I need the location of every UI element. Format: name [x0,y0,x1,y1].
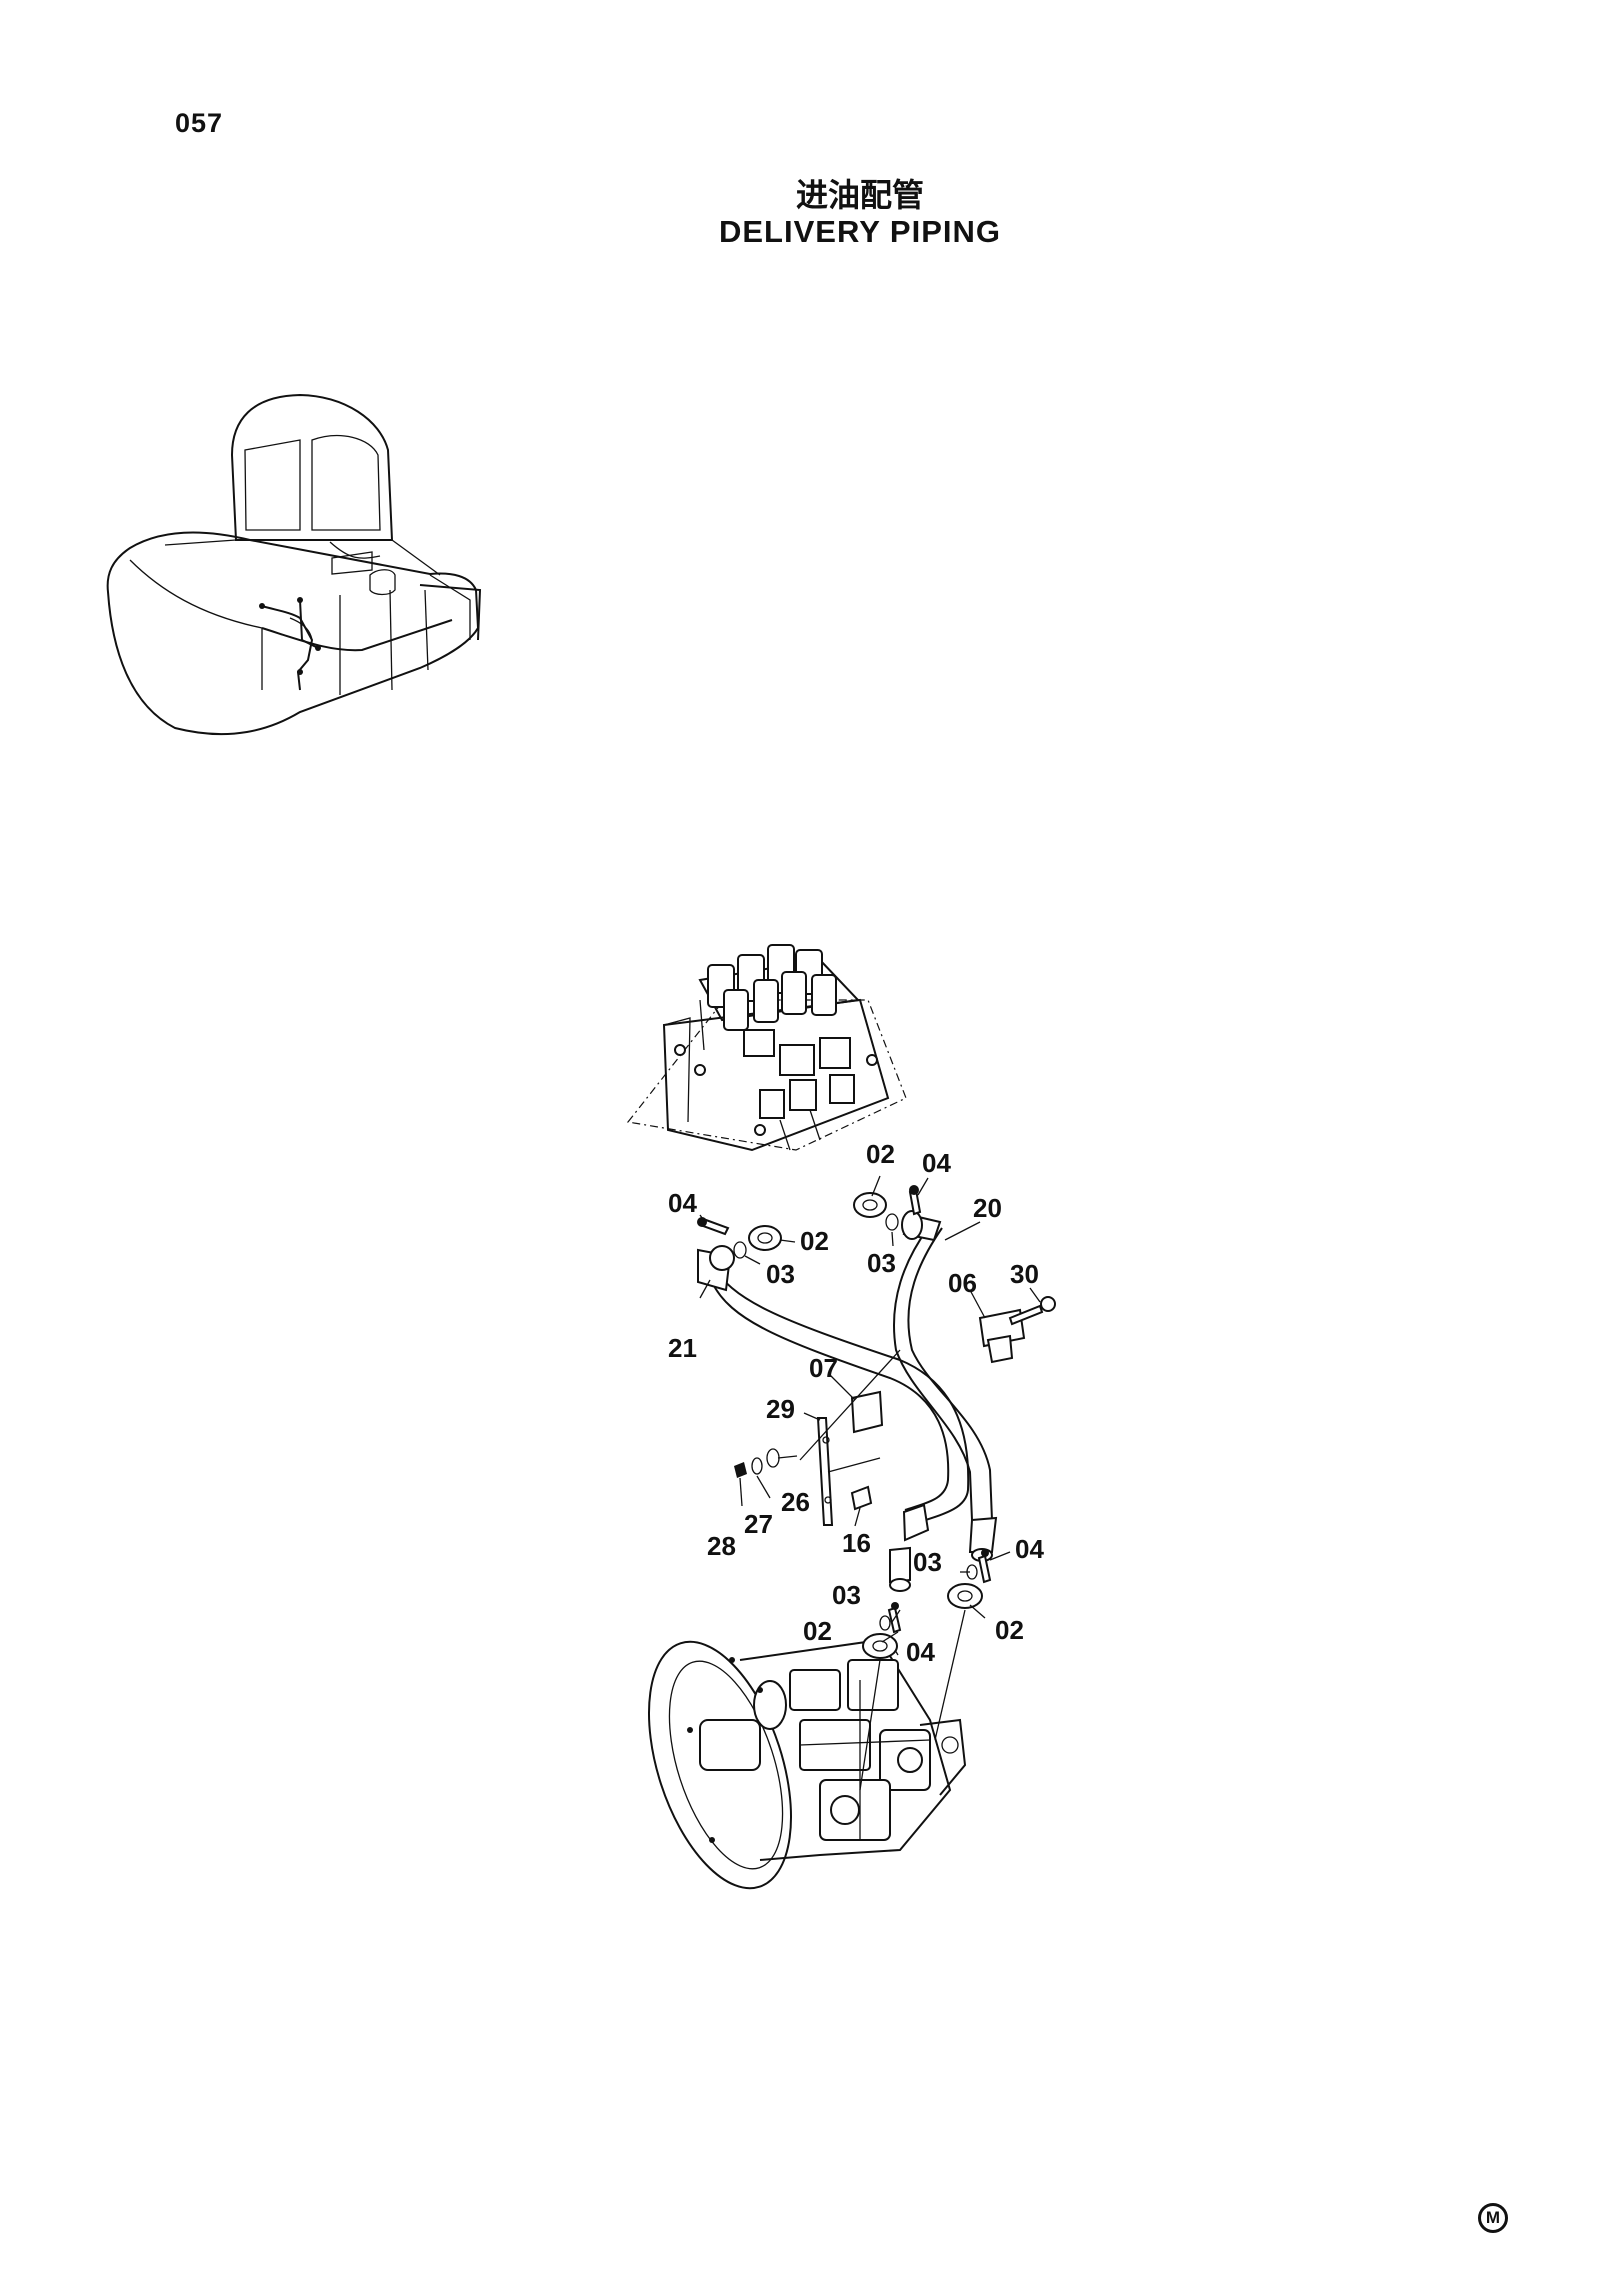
part-label-04: 04 [668,1188,697,1218]
delivery-hoses-drawing [697,1210,998,1592]
page-title-english: DELIVERY PIPING [718,214,1001,249]
page-number: 057 [175,108,224,138]
part-label-07: 07 [809,1353,838,1383]
leader-lines [699,1175,1041,1791]
part-label-04: 04 [922,1148,951,1178]
part-label-03: 03 [832,1580,861,1610]
part-label-02: 02 [866,1139,895,1169]
page-title-chinese: 进油配管 [795,176,924,214]
part-label-02: 02 [995,1615,1024,1645]
part-label-27: 27 [744,1509,773,1539]
part-label-28: 28 [707,1531,736,1561]
part-label-03: 03 [867,1248,896,1278]
part-label-03: 03 [913,1547,942,1577]
part-label-04: 04 [1015,1534,1044,1564]
part-label-02: 02 [800,1226,829,1256]
fittings-drawing [697,1185,1056,1659]
part-label-16: 16 [842,1528,871,1558]
part-label-06: 06 [948,1268,977,1298]
part-label-26: 26 [781,1487,810,1517]
part-label-29: 29 [766,1394,795,1424]
part-label-21: 21 [668,1333,697,1363]
part-label-03: 03 [766,1259,795,1289]
control-valve-drawing [626,944,907,1152]
excavator-location-illustration [106,393,482,736]
part-number-labels: 02 04 20 04 02 03 03 06 30 21 07 29 26 2… [668,1139,1044,1667]
part-label-04: 04 [906,1637,935,1667]
part-label-30: 30 [1010,1259,1039,1289]
part-label-02: 02 [803,1616,832,1646]
part-label-20: 20 [973,1193,1002,1223]
manufacturer-mark-icon: M [1478,2203,1508,2233]
main-pump-drawing [647,1638,967,1890]
